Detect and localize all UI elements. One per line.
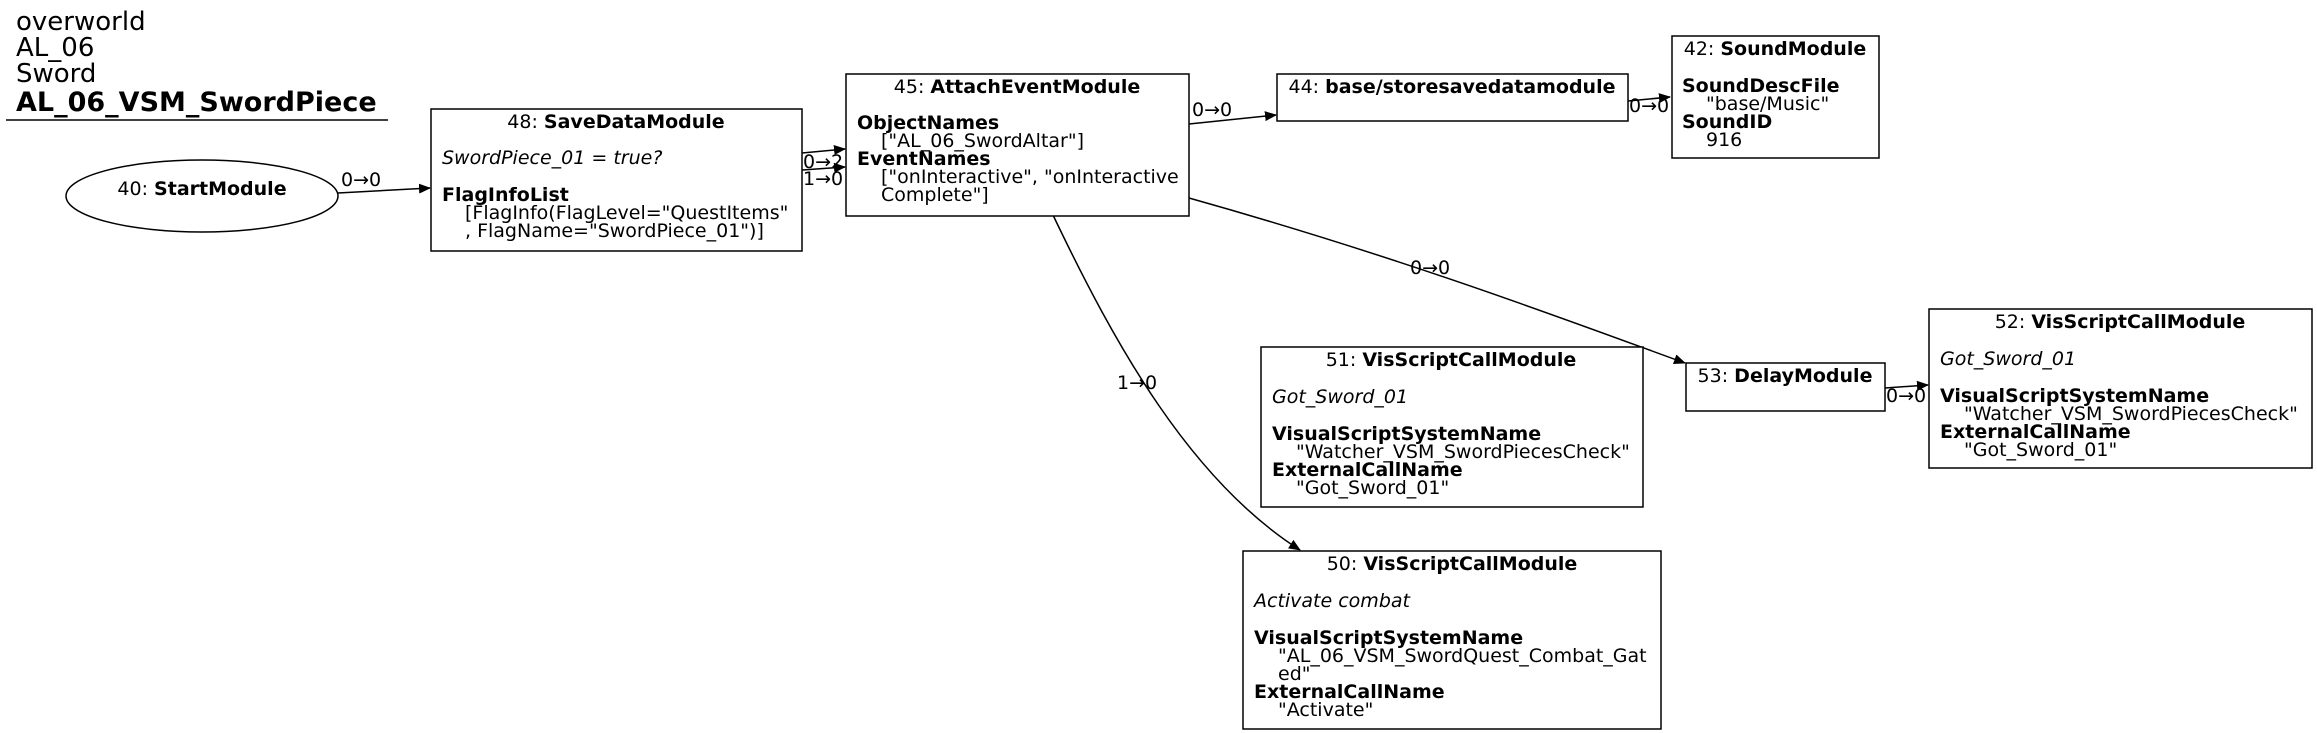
edge-label-53-52: 0→0 bbox=[1886, 385, 1926, 407]
node-51-description: Got_Sword_01 bbox=[1272, 386, 1408, 408]
node-50-vis-script-call-module[interactable]: 50: VisScriptCallModule Activate combat … bbox=[1242, 550, 1662, 730]
node-51-param-2-value: "Got_Sword_01" bbox=[1296, 477, 1449, 499]
node-52-description: Got_Sword_01 bbox=[1940, 348, 2076, 370]
node-40-start-module[interactable]: 40: StartModule bbox=[65, 159, 339, 233]
node-51-param-1-name: VisualScriptSystemName bbox=[1272, 423, 1541, 445]
node-45-attach-event-module[interactable]: 45: AttachEventModule ObjectNames ["AL_0… bbox=[845, 73, 1190, 217]
edge-44-42 bbox=[1627, 93, 1671, 104]
node-48-save-data-module[interactable]: 48: SaveDataModule SwordPiece_01 = true?… bbox=[430, 108, 803, 252]
node-50-param-1-value-1: "AL_06_VSM_SwordQuest_Combat_Gat bbox=[1278, 645, 1647, 667]
node-50-param-2-value: "Activate" bbox=[1278, 699, 1373, 721]
node-52-vis-script-call-module[interactable]: 52: VisScriptCallModule Got_Sword_01 Vis… bbox=[1928, 308, 2313, 469]
header-line-3: Sword bbox=[16, 59, 96, 89]
node-42-param-2-name: SoundID bbox=[1682, 111, 1772, 133]
edge-label-45-44: 0→0 bbox=[1192, 99, 1232, 121]
graph-title: AL_06_VSM_SwordPiece bbox=[16, 87, 377, 118]
node-45-param-1-value: ["AL_06_SwordAltar"] bbox=[881, 130, 1084, 152]
edge-53-52 bbox=[1884, 380, 1929, 391]
node-48-param-value-2: , FlagName="SwordPiece_01")] bbox=[465, 220, 764, 242]
node-50-param-1-value-2: ed" bbox=[1278, 663, 1311, 685]
edge-45-50 bbox=[1052, 214, 1301, 551]
node-45-param-2-name: EventNames bbox=[857, 148, 991, 170]
header-line-1: overworld bbox=[16, 7, 146, 37]
node-45-param-2-value-2: Complete"] bbox=[881, 184, 989, 206]
edges bbox=[337, 93, 1929, 551]
node-44-store-save-data-module[interactable]: 44: base/storesavedatamodule bbox=[1276, 73, 1629, 122]
node-45-param-1-name: ObjectNames bbox=[857, 112, 999, 134]
node-50-param-2-name: ExternalCallName bbox=[1254, 681, 1445, 703]
edge-label-45-50: 1→0 bbox=[1117, 372, 1157, 394]
node-50-description: Activate combat bbox=[1252, 590, 1412, 612]
node-42-param-2-value: 916 bbox=[1706, 129, 1742, 151]
node-52-param-2-name: ExternalCallName bbox=[1940, 421, 2131, 443]
node-48-heading: 48: SaveDataModule bbox=[507, 111, 724, 133]
node-50-param-1-name: VisualScriptSystemName bbox=[1254, 627, 1523, 649]
node-48-description: SwordPiece_01 = true? bbox=[442, 147, 662, 169]
edge-40-48 bbox=[337, 183, 431, 194]
node-42-heading: 42: SoundModule bbox=[1684, 38, 1867, 60]
edge-45-53 bbox=[1188, 197, 1686, 364]
node-40-heading: 40: StartModule bbox=[117, 178, 286, 200]
node-48-param-name: FlagInfoList bbox=[442, 184, 569, 206]
header-line-2: AL_06 bbox=[16, 33, 94, 63]
node-51-heading: 51: VisScriptCallModule bbox=[1326, 349, 1577, 371]
node-42-param-1-value: "base/Music" bbox=[1706, 93, 1829, 115]
node-52-heading: 52: VisScriptCallModule bbox=[1995, 311, 2246, 333]
node-45-param-2-value-1: ["onInteractive", "onInteractive bbox=[881, 166, 1179, 188]
edge-label-44-42: 0→0 bbox=[1629, 95, 1669, 117]
node-44-heading: 44: base/storesavedatamodule bbox=[1289, 76, 1616, 98]
node-48-param-value-1: [FlagInfo(FlagLevel="QuestItems" bbox=[465, 202, 788, 224]
edge-label-48-45-b: 1→0 bbox=[803, 168, 843, 190]
graph-header: overworld AL_06 Sword AL_06_VSM_SwordPie… bbox=[6, 7, 388, 121]
node-51-param-1-value: "Watcher_VSM_SwordPiecesCheck" bbox=[1296, 441, 1630, 463]
node-53-heading: 53: DelayModule bbox=[1698, 365, 1873, 387]
edge-labels: 0→0 0→2 1→0 0→0 0→0 0→0 1→0 0→0 bbox=[341, 95, 1926, 407]
node-51-vis-script-call-module[interactable]: 51: VisScriptCallModule Got_Sword_01 Vis… bbox=[1260, 346, 1644, 508]
edge-45-44 bbox=[1188, 111, 1277, 125]
edge-label-48-45-a: 0→2 bbox=[803, 151, 843, 173]
node-52-param-1-name: VisualScriptSystemName bbox=[1940, 385, 2209, 407]
node-50-heading: 50: VisScriptCallModule bbox=[1327, 553, 1578, 575]
node-45-heading: 45: AttachEventModule bbox=[894, 76, 1140, 98]
node-52-param-1-value: "Watcher_VSM_SwordPiecesCheck" bbox=[1964, 403, 2298, 425]
node-53-delay-module[interactable]: 53: DelayModule bbox=[1685, 362, 1886, 412]
edge-label-40-48: 0→0 bbox=[341, 169, 381, 191]
node-42-param-1-name: SoundDescFile bbox=[1682, 75, 1840, 97]
node-42-sound-module[interactable]: 42: SoundModule SoundDescFile "base/Musi… bbox=[1671, 35, 1880, 159]
edge-label-45-53: 0→0 bbox=[1410, 257, 1450, 279]
edge-48-45-b bbox=[801, 162, 846, 173]
node-52-param-2-value: "Got_Sword_01" bbox=[1964, 439, 2117, 461]
node-51-param-2-name: ExternalCallName bbox=[1272, 459, 1463, 481]
edge-48-45-a bbox=[801, 145, 846, 155]
